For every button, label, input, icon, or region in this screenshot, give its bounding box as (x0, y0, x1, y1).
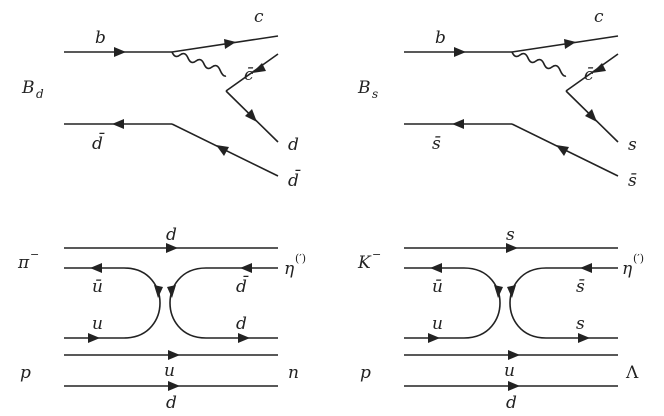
left-loop-line (404, 267, 501, 339)
arrow-icon (428, 333, 440, 343)
arrow-icon (166, 243, 178, 253)
cbar-quark-line (565, 53, 619, 92)
proton-d-label: d (506, 393, 517, 413)
out-c-label: c (254, 7, 264, 27)
spectator-label: s̄ (432, 134, 441, 154)
arrow-icon (216, 145, 229, 156)
meson-subscript: s (372, 87, 378, 101)
proton-u-label: u (164, 361, 175, 381)
arrow-icon (224, 39, 236, 49)
quark-left-label: u (92, 314, 103, 334)
quark-right-label: s (576, 314, 585, 334)
top-quark-label: s (506, 225, 515, 245)
arrow-icon (556, 145, 569, 156)
arrow-icon (564, 39, 576, 49)
eta-prime-label: (′) (633, 252, 644, 265)
projectile-label: π (17, 253, 30, 273)
out-dbar-label: d̄ (288, 168, 301, 191)
arrow-icon (592, 63, 606, 73)
projectile-charge: − (30, 248, 39, 261)
arrow-icon (167, 285, 176, 298)
right-loop-line (509, 267, 618, 339)
k-p-diagram: K − p s ū s̄ u s η (′) u d Λ (357, 225, 644, 413)
quark-right-label: d (236, 314, 247, 334)
projectile-label: K (357, 253, 372, 273)
right-loop-line (169, 267, 278, 339)
meson-label: B (21, 78, 35, 98)
arrow-icon (454, 47, 466, 57)
arrow-icon (252, 63, 266, 73)
w-boson-line (171, 51, 227, 77)
projectile-charge: − (372, 248, 381, 261)
arrow-icon (494, 285, 503, 298)
proton-d-label: d (166, 393, 177, 413)
bs-decay-diagram: B s b s̄ c c̄ s s̄ (357, 7, 637, 191)
top-quark-label: d (166, 225, 177, 245)
out-c-label: c (594, 7, 604, 27)
in-quark-label: b (95, 28, 106, 48)
arrow-icon (168, 381, 180, 391)
arrow-icon (240, 263, 252, 273)
proton-u-label: u (504, 361, 515, 381)
arrow-icon (154, 285, 163, 298)
bd-decay-diagram: B d b d̄ c c̄ d d̄ (21, 7, 301, 191)
in-quark-label: b (435, 28, 446, 48)
arrow-icon (507, 285, 516, 298)
arrow-icon (578, 333, 590, 343)
pi-p-diagram: π − p d ū d̄ u d η (′) u d n (17, 225, 306, 413)
anti-left-label: ū (92, 277, 103, 297)
arrow-icon (245, 109, 257, 122)
meson-subscript: d (36, 87, 44, 101)
arrow-icon (585, 109, 597, 122)
cbar-quark-line (225, 53, 279, 92)
arrow-icon (88, 333, 100, 343)
target-label: p (360, 363, 371, 383)
arrow-icon (580, 263, 592, 273)
w-boson-line (511, 51, 567, 77)
arrow-icon (114, 47, 126, 57)
arrow-icon (506, 243, 518, 253)
target-label: p (20, 363, 31, 383)
arrow-icon (508, 350, 520, 360)
arrow-icon (90, 263, 102, 273)
arrow-icon (112, 119, 124, 129)
out-sbar-label: s̄ (628, 171, 637, 191)
out-cbar-label: c̄ (244, 65, 254, 85)
anti-right-label: d̄ (236, 274, 249, 297)
out-s-label: s (628, 135, 637, 155)
eta-prime-label: (′) (295, 252, 306, 265)
spectator-label: d̄ (92, 131, 105, 154)
arrow-icon (508, 381, 520, 391)
arrow-icon (430, 263, 442, 273)
quark-left-label: u (432, 314, 443, 334)
arrow-icon (238, 333, 250, 343)
anti-right-label: s̄ (576, 277, 585, 297)
arrow-icon (168, 350, 180, 360)
arrow-icon (452, 119, 464, 129)
out-d-label: d (288, 135, 299, 155)
final-baryon-label: n (288, 363, 299, 383)
left-loop-line (64, 267, 161, 339)
meson-label: B (357, 78, 371, 98)
out-cbar-label: c̄ (584, 65, 594, 85)
eta-label: η (622, 259, 633, 279)
eta-label: η (284, 259, 295, 279)
anti-left-label: ū (432, 277, 443, 297)
final-baryon-label: Λ (625, 363, 639, 383)
